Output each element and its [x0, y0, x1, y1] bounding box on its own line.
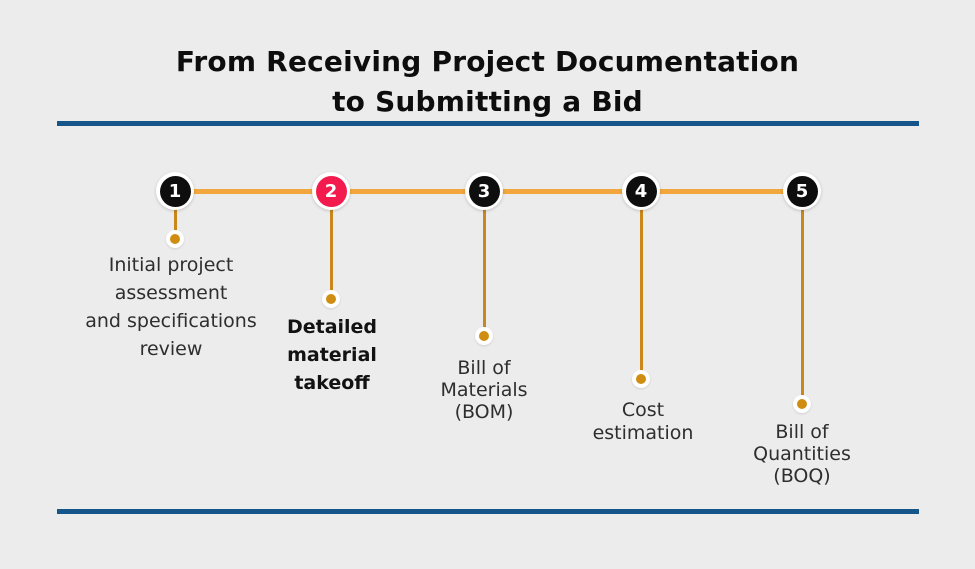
connector-stem-1 [173, 191, 177, 239]
step-label-1: Initial project assessment and specifica… [85, 254, 257, 360]
connector-stem-2 [329, 191, 333, 299]
page-title: From Receiving Project Documentation to S… [0, 42, 975, 122]
connector-stem-3 [482, 191, 486, 336]
step-number-1: 1 [159, 175, 191, 207]
connector-dot-1 [166, 230, 184, 248]
step-number-2: 2 [315, 175, 347, 207]
step-label-4: Cost estimation [592, 399, 694, 444]
step-number-3: 3 [468, 175, 500, 207]
top-divider [57, 121, 919, 126]
step-number-5: 5 [786, 175, 818, 207]
step-label-3: Bill of Materials (BOM) [440, 357, 528, 423]
connector-dot-2 [322, 290, 340, 308]
step-label-2: Detailed material takeoff [286, 316, 378, 394]
connector-dot-inner [326, 294, 336, 304]
step-label-5: Bill of Quantities (BOQ) [753, 421, 851, 487]
page-title-line1: From Receiving Project Documentation [175, 45, 800, 78]
connector-stem-5 [800, 191, 804, 404]
connector-dot-inner [797, 399, 807, 409]
connector-dot-4 [632, 370, 650, 388]
connector-dot-inner [170, 234, 180, 244]
connector-dot-5 [793, 395, 811, 413]
connector-dot-inner [636, 374, 646, 384]
connector-dot-inner [479, 331, 489, 341]
step-node-4: 4 [622, 172, 660, 210]
step-node-3: 3 [465, 172, 503, 210]
bottom-divider [57, 509, 919, 514]
connector-dot-3 [475, 327, 493, 345]
step-number-4: 4 [625, 175, 657, 207]
step-node-1: 1 [156, 172, 194, 210]
connector-stem-4 [639, 191, 643, 379]
step-node-2-highlighted: 2 [312, 172, 350, 210]
page-title-line2: to Submitting a Bid [332, 85, 643, 118]
step-node-5: 5 [783, 172, 821, 210]
